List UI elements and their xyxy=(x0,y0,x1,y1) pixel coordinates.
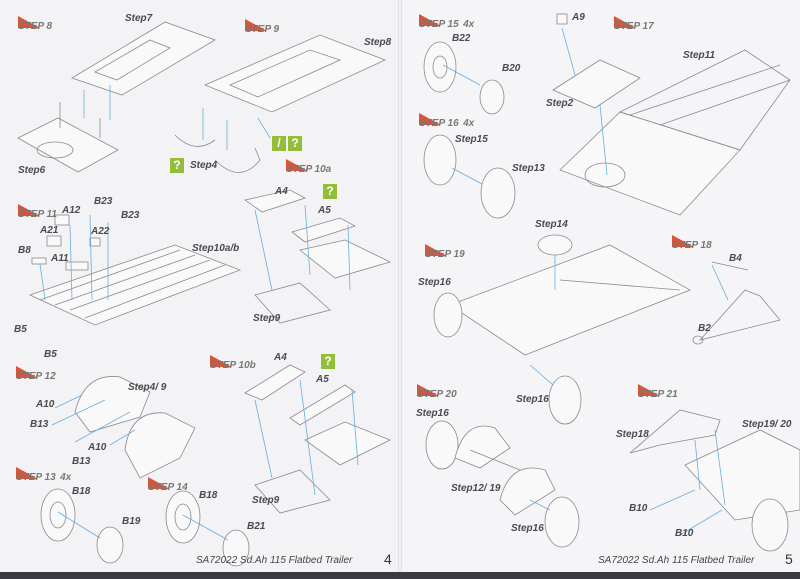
step12-fenders-diagram xyxy=(51,376,196,479)
part-label: Step11 xyxy=(683,50,716,61)
step19-diagram xyxy=(433,234,691,425)
part-label: B5 xyxy=(44,349,57,360)
step-21-badge: STEP 21 xyxy=(638,384,678,400)
part-label: A4 xyxy=(275,186,288,197)
part-label: Step6 xyxy=(18,165,46,176)
part-label: A22 xyxy=(91,226,110,237)
part-label: A11 xyxy=(51,253,69,264)
part-label: B23 xyxy=(121,210,140,221)
step17-diagram xyxy=(552,13,791,216)
step-19-badge: STEP 19 xyxy=(425,244,465,260)
part-label: A10 xyxy=(88,442,107,453)
part-label: B13 xyxy=(30,419,49,430)
part-label: Step16 xyxy=(516,394,549,405)
part-label: Step9 xyxy=(252,495,280,506)
part-label: A10 xyxy=(36,399,55,410)
part-label: Step18 xyxy=(616,429,649,440)
book-spine xyxy=(398,0,402,573)
part-label: B21 xyxy=(247,521,266,532)
part-label: Step2 xyxy=(546,98,574,109)
help-icon: ? xyxy=(288,136,302,151)
part-label: Step13 xyxy=(512,163,545,174)
step10b-diagram xyxy=(244,364,391,514)
page-footer: SA72022 Sd.Ah 115 Flatbed Trailer xyxy=(598,555,755,566)
page-bottom-edge xyxy=(0,572,800,579)
part-label: A5 xyxy=(316,374,329,385)
part-label: Step10a/b xyxy=(192,243,240,254)
part-label: B13 xyxy=(72,456,91,467)
step15-16-wheel-diagrams xyxy=(423,41,516,219)
part-label: Step9 xyxy=(253,313,281,324)
step-20-badge: STEP 20 xyxy=(417,384,457,400)
step-14-badge: STEP 14 xyxy=(148,477,188,493)
part-label: B22 xyxy=(452,33,471,44)
part-label: Step12/ 19 xyxy=(451,483,501,494)
step-12-badge: STEP 12 xyxy=(16,366,56,382)
part-label: B10 xyxy=(675,528,694,539)
part-label: Step7 xyxy=(125,13,153,24)
step-17-badge: STEP 17 xyxy=(614,16,654,32)
part-label: Step4 xyxy=(190,160,218,171)
part-label: Step16 xyxy=(418,277,451,288)
part-label: A9 xyxy=(572,12,585,23)
step-10a-badge: STEP 10a xyxy=(286,159,331,175)
part-label: Step14 xyxy=(535,219,568,230)
step20-axle-diagram xyxy=(425,420,580,548)
part-label: A12 xyxy=(62,205,81,216)
part-label: B23 xyxy=(94,196,113,207)
part-label: B10 xyxy=(629,503,648,514)
page-footer: SA72022 Sd.Ah 115 Flatbed Trailer xyxy=(196,555,353,566)
page-number: 4 xyxy=(384,551,392,567)
step11-diagram xyxy=(28,214,242,326)
step-18-badge: STEP 18 xyxy=(672,235,712,251)
step18-drawbar-diagram xyxy=(692,261,781,345)
wheel-diagrams xyxy=(40,488,250,567)
step-8-badge: STEP 8 xyxy=(18,16,52,32)
step10a-diagram xyxy=(244,189,392,324)
part-label: B2 xyxy=(698,323,711,334)
step9-frame-diagram xyxy=(174,34,387,173)
help-icon: ? xyxy=(323,184,337,199)
part-label: Step8 xyxy=(364,37,392,48)
step-13-badge: STEP 13 4x xyxy=(16,467,71,483)
part-label: B5 xyxy=(14,324,27,335)
part-label: Step4/ 9 xyxy=(128,382,167,393)
step-9-badge: STEP 9 xyxy=(245,19,279,35)
part-label: A5 xyxy=(318,205,331,216)
part-label: B4 xyxy=(729,253,742,264)
part-label: Step15 xyxy=(455,134,488,145)
part-label: A21 xyxy=(40,225,59,236)
part-label: B19 xyxy=(122,516,141,527)
step-10b-badge: STEP 10b xyxy=(210,355,256,371)
part-label: A4 xyxy=(274,352,287,363)
step-16-badge: STEP 16 4x xyxy=(419,113,474,129)
step-11-badge: STEP 11 xyxy=(18,204,57,220)
part-label: Step19/ 20 xyxy=(742,419,792,430)
step-15-badge: STEP 15 4x xyxy=(419,14,474,30)
page-number: 5 xyxy=(785,551,793,567)
help-icon: ? xyxy=(170,158,184,173)
part-label: B18 xyxy=(72,486,91,497)
part-label: B18 xyxy=(199,490,218,501)
help-icon: ? xyxy=(321,354,335,369)
part-label: B8 xyxy=(18,245,31,256)
part-label: Step16 xyxy=(416,408,449,419)
paint-marker-icon: / xyxy=(272,136,286,151)
part-label: B20 xyxy=(502,63,521,74)
step21-diagram xyxy=(629,409,800,552)
step8-frame-diagram xyxy=(17,21,216,173)
part-label: Step16 xyxy=(511,523,544,534)
